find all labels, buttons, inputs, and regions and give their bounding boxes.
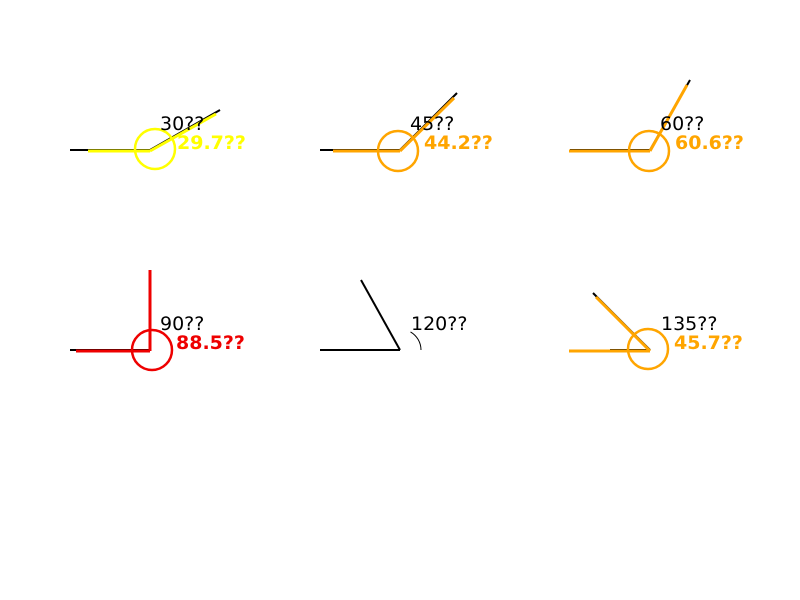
detected-angle-ray bbox=[398, 96, 456, 153]
detected-angle-ray bbox=[594, 295, 652, 353]
true-angle-ray bbox=[360, 279, 401, 351]
true-angle-label: 135?? bbox=[661, 313, 717, 335]
detected-angle-ray bbox=[648, 84, 689, 152]
detected-angle-label: 60.6?? bbox=[675, 132, 744, 154]
angle-panel-2: 45?? 44.2?? bbox=[320, 92, 493, 173]
detected-angle-label: 45.7?? bbox=[674, 332, 743, 354]
true-angle-label: 90?? bbox=[160, 313, 204, 335]
true-angle-label: 60?? bbox=[660, 113, 704, 135]
detection-circle bbox=[627, 129, 671, 173]
detected-angle-label: 44.2?? bbox=[424, 132, 493, 154]
true-angle-label: 45?? bbox=[410, 113, 454, 135]
detected-angle-ray bbox=[149, 112, 217, 153]
detection-circle bbox=[376, 129, 420, 173]
angle-panel-6: 135?? 45.7?? bbox=[569, 292, 743, 371]
angle-panel-3: 60?? 60.6?? bbox=[569, 79, 744, 173]
angle-panel-5: 120?? bbox=[320, 279, 467, 351]
true-angle-label: 120?? bbox=[411, 313, 467, 335]
true-angle-label: 30?? bbox=[160, 113, 204, 135]
detection-circle bbox=[130, 328, 174, 372]
angle-arc bbox=[410, 331, 422, 351]
detection-circle bbox=[133, 127, 177, 171]
angle-panel-4: 90?? 88.5?? bbox=[70, 270, 245, 372]
detection-circle bbox=[626, 327, 670, 371]
detected-angle-label: 88.5?? bbox=[176, 332, 245, 354]
angle-panel-1: 30?? 29.7?? bbox=[70, 109, 246, 171]
detected-angle-label: 29.7?? bbox=[177, 132, 246, 154]
